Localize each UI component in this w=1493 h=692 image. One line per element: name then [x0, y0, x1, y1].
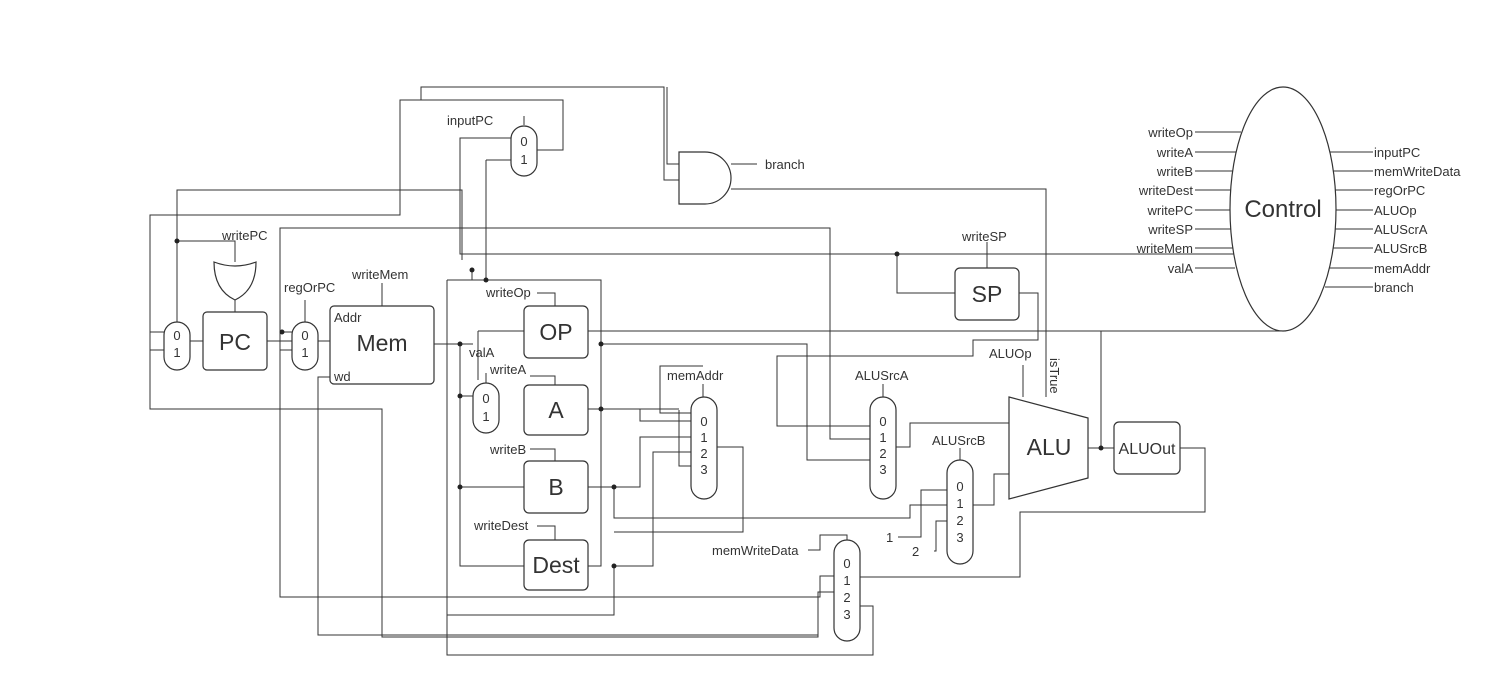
control-in-writeb: writeB: [1156, 164, 1193, 179]
vala-mux: 0 1: [472, 382, 500, 434]
control-unit: Control: [1229, 86, 1337, 332]
control-in-writemem: writeMem: [1136, 241, 1193, 256]
pc-mux-in-1: 1: [173, 345, 180, 360]
alu-block: ALU: [1008, 396, 1089, 500]
const-2: 2: [912, 544, 919, 559]
control-inputs: writeOp writeA writeB writeDest writePC …: [1136, 125, 1194, 276]
memwritedata-mux-in-2: 2: [843, 590, 850, 605]
memwritedata-mux-in-3: 3: [843, 607, 850, 622]
memwritedata-mux-in-0: 0: [843, 556, 850, 571]
label-inputpc: inputPC: [447, 113, 493, 128]
label-writeb: writeB: [489, 442, 526, 457]
memaddr-mux-in-3: 3: [700, 462, 707, 477]
alusrca-mux-in-2: 2: [879, 446, 886, 461]
regorpc-mux-in-1: 1: [301, 345, 308, 360]
sp-register: SP: [954, 267, 1020, 321]
control-out-inputpc: inputPC: [1374, 145, 1420, 160]
label-alusrcb: ALUSrcB: [932, 433, 985, 448]
control-in-writea: writeA: [1156, 145, 1193, 160]
op-label: OP: [539, 319, 572, 345]
control-in-vala: valA: [1168, 261, 1194, 276]
control-out-memaddr: memAddr: [1374, 261, 1431, 276]
memory-block: Mem Addr wd: [329, 305, 435, 385]
inputpc-mux-in-0: 0: [520, 134, 527, 149]
mem-addr-port: Addr: [334, 310, 362, 325]
label-writea: writeA: [489, 362, 526, 377]
dest-register: Dest: [523, 539, 589, 591]
control-out-aluscra: ALUScrA: [1374, 222, 1428, 237]
pc-register: PC: [202, 311, 268, 371]
and-gate: [678, 151, 732, 205]
memaddr-mux-in-1: 1: [700, 430, 707, 445]
memaddr-mux-in-0: 0: [700, 414, 707, 429]
aluout-register: ALUOut: [1113, 421, 1181, 475]
aluout-label: ALUOut: [1119, 441, 1176, 458]
control-in-writedest: writeDest: [1138, 183, 1194, 198]
alusrca-mux-in-3: 3: [879, 462, 886, 477]
alusrcb-mux: 0 1 2 3: [946, 459, 974, 565]
pc-mux-in-0: 0: [173, 328, 180, 343]
label-memaddr: memAddr: [667, 368, 724, 383]
pc-label: PC: [219, 329, 251, 355]
alu-label: ALU: [1027, 434, 1072, 460]
label-writepc: writePC: [221, 228, 268, 243]
control-in-writesp: writeSP: [1147, 222, 1193, 237]
vala-mux-in-0: 0: [482, 391, 489, 406]
alusrcb-mux-in-1: 1: [956, 496, 963, 511]
pc-mux: 0 1: [163, 321, 191, 371]
junction-dots: [174, 238, 1104, 569]
memwritedata-mux-in-1: 1: [843, 573, 850, 588]
label-writeop: writeOp: [485, 285, 531, 300]
alusrca-mux-in-1: 1: [879, 430, 886, 445]
control-outputs: inputPC memWriteData regOrPC ALUOp ALUSc…: [1374, 145, 1461, 295]
mem-wd-port: wd: [333, 369, 351, 384]
label-alusrca: ALUSrcA: [855, 368, 909, 383]
label-aluop: ALUOp: [989, 346, 1032, 361]
or-gate: [213, 261, 257, 301]
sp-label: SP: [972, 281, 1003, 307]
control-out-memwritedata: memWriteData: [1374, 164, 1461, 179]
label-writemem: writeMem: [351, 267, 408, 282]
op-register: OP: [523, 305, 589, 359]
alusrcb-mux-in-3: 3: [956, 530, 963, 545]
control-label: Control: [1244, 196, 1321, 223]
control-in-writeop: writeOp: [1147, 125, 1193, 140]
label-writesp: writeSP: [961, 229, 1007, 244]
inputpc-mux: 0 1: [510, 125, 538, 177]
control-in-writepc: writePC: [1146, 203, 1193, 218]
b-register: B: [523, 460, 589, 514]
label-writedest: writeDest: [473, 518, 529, 533]
dest-label: Dest: [532, 552, 580, 578]
memaddr-mux-in-2: 2: [700, 446, 707, 461]
control-out-branch: branch: [1374, 280, 1414, 295]
memwritedata-mux: 0 1 2 3: [833, 539, 861, 642]
alusrca-mux-in-0: 0: [879, 414, 886, 429]
vala-mux-in-1: 1: [482, 409, 489, 424]
label-regorpc: regOrPC: [284, 280, 335, 295]
a-label: A: [548, 397, 564, 423]
a-register: A: [523, 384, 589, 436]
alusrcb-mux-in-2: 2: [956, 513, 963, 528]
mem-label: Mem: [356, 330, 407, 356]
alusrcb-mux-in-0: 0: [956, 479, 963, 494]
regorpc-mux: 0 1: [291, 321, 319, 371]
label-branch: branch: [765, 157, 805, 172]
label-istrue: isTrue: [1047, 358, 1062, 394]
memaddr-mux: 0 1 2 3: [690, 396, 718, 500]
b-label: B: [548, 474, 563, 500]
inputpc-mux-in-1: 1: [520, 152, 527, 167]
regorpc-mux-in-0: 0: [301, 328, 308, 343]
label-vala: valA: [469, 345, 495, 360]
control-out-aluop: ALUOp: [1374, 203, 1417, 218]
label-memwritedata: memWriteData: [712, 543, 799, 558]
control-out-regorpc: regOrPC: [1374, 183, 1425, 198]
const-1: 1: [886, 530, 893, 545]
control-out-alusrcb: ALUSrcB: [1374, 241, 1427, 256]
alusrca-mux: 0 1 2 3: [869, 396, 897, 500]
